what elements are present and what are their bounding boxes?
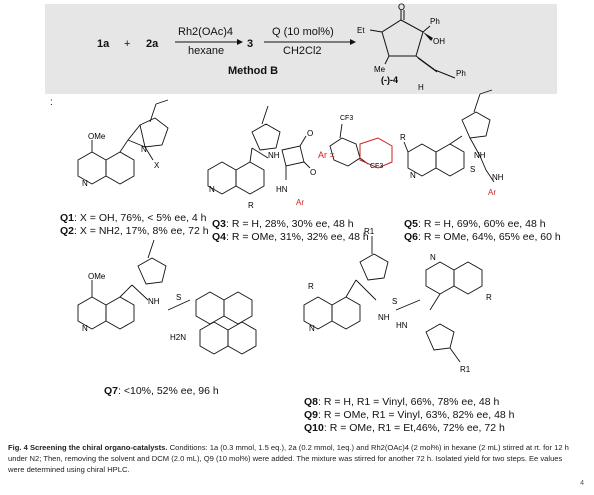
q8-r2-label: R <box>486 293 492 302</box>
catalyst-q-loading: Q (10 mol%) <box>272 26 334 38</box>
figure-caption: Fig. 4 Screening the chiral organo-catal… <box>8 442 578 476</box>
q1-ome-label: OMe <box>88 132 106 141</box>
catalyst-q6-result: Q6: R = OMe, 64%, 65% ee, 60 h <box>404 231 561 243</box>
intermediate-3: 3 <box>247 38 254 50</box>
q1-x-label: X <box>154 161 160 170</box>
q3-r-label: R <box>248 201 254 210</box>
q8-quinoline-n: N <box>309 324 315 333</box>
catalyst-q4-result: Q4: R = OMe, 31%, 32% ee, 48 h <box>212 231 369 243</box>
reaction-scheme-panel <box>45 4 557 94</box>
product-et-label: Et <box>357 26 365 35</box>
q1-quinoline-n: N <box>82 179 88 188</box>
q8-quinoline2-n: N <box>430 253 436 262</box>
reagent-hexane: hexane <box>188 45 225 57</box>
q5-quinoline-n: N <box>410 171 416 180</box>
q5-s-label: S <box>470 165 475 174</box>
q5-nh-label: NH <box>474 151 486 160</box>
q3-o-label: O <box>307 129 313 138</box>
cf3-bottom-label: CF3 <box>370 163 383 170</box>
q3-quinoline-n: N <box>209 185 215 194</box>
product-me-label: Me <box>374 65 386 74</box>
q8-r-label: R <box>308 282 314 291</box>
method-b-label: Method B <box>228 65 279 77</box>
q8-s-label: S <box>392 297 397 306</box>
solvent-ch2cl2: CH2Cl2 <box>283 45 322 57</box>
figure-caption-title: Fig. 4 Screening the chiral organo-catal… <box>8 443 168 452</box>
product-4-label: (-)-4 <box>381 75 398 85</box>
product-oh-label: OH <box>433 37 445 46</box>
catalyst-q8-result: Q8: R = H, R1 = Vinyl, 66%, 78% ee, 48 h <box>304 396 500 408</box>
q7-quinoline-n: N <box>82 324 88 333</box>
q8-hn-label: HN <box>396 321 408 330</box>
catalyst-q3-result: Q3: R = H, 28%, 30% ee, 48 h <box>212 218 354 230</box>
product-h-label: H <box>418 83 424 92</box>
q5-ar-label: Ar <box>488 188 496 197</box>
q3-o2-label: O <box>310 168 316 177</box>
q5-r-label: R <box>400 133 406 142</box>
q7-ome-label: OMe <box>88 272 106 281</box>
catalyst-q2-result: Q2: X = NH2, 17%, 8% ee, 72 h <box>60 225 209 237</box>
catalyst-q5-result: Q5: R = H, 69%, 60% ee, 48 h <box>404 218 546 230</box>
product-ph-label: Ph <box>430 17 440 26</box>
q7-nh-label: NH <box>148 297 160 306</box>
product-o-label: O <box>398 2 405 12</box>
q3-nh-label: NH <box>268 151 280 160</box>
q8-r1-bottom-label: R1 <box>460 365 471 374</box>
figure-caption-body: Conditions: 1a (0.3 mmol, 1.5 eq.), 2a (… <box>8 443 569 475</box>
q8-nh-label: NH <box>378 313 390 322</box>
ar-definition-label: Ar = <box>318 150 335 160</box>
q3-ar-label: Ar <box>296 198 304 207</box>
q7-s-label: S <box>176 293 181 302</box>
catalyst-q10-result: Q10: R = OMe, R1 = Et,46%, 72% ee, 72 h <box>304 422 505 434</box>
q1-n-label: N <box>141 145 147 154</box>
reactant-2a: 2a <box>146 38 159 50</box>
plus-sign: + <box>124 38 131 50</box>
q5-nh2-label: NH <box>492 173 504 182</box>
page-number: 4 <box>580 480 584 487</box>
reagent-rh2oac4: Rh2(OAc)4 <box>178 26 234 38</box>
catalyst-q9-result: Q9: R = OMe, R1 = Vinyl, 63%, 82% ee, 48… <box>304 409 515 421</box>
product-ph2-label: Ph <box>456 69 466 78</box>
reactant-1a: 1a <box>97 38 110 50</box>
catalyst-q1-result: Q1: X = OH, 76%, < 5% ee, 4 h <box>60 212 207 224</box>
cf3-top-label: CF3 <box>340 115 353 122</box>
q3-hn-label: HN <box>276 185 288 194</box>
q7-h2n-label: H2N <box>170 333 186 342</box>
q8-r1-top-label: R1 <box>364 227 375 236</box>
colon-mark: : <box>50 97 53 108</box>
catalyst-q7-result: Q7: <10%, 52% ee, 96 h <box>104 385 219 397</box>
